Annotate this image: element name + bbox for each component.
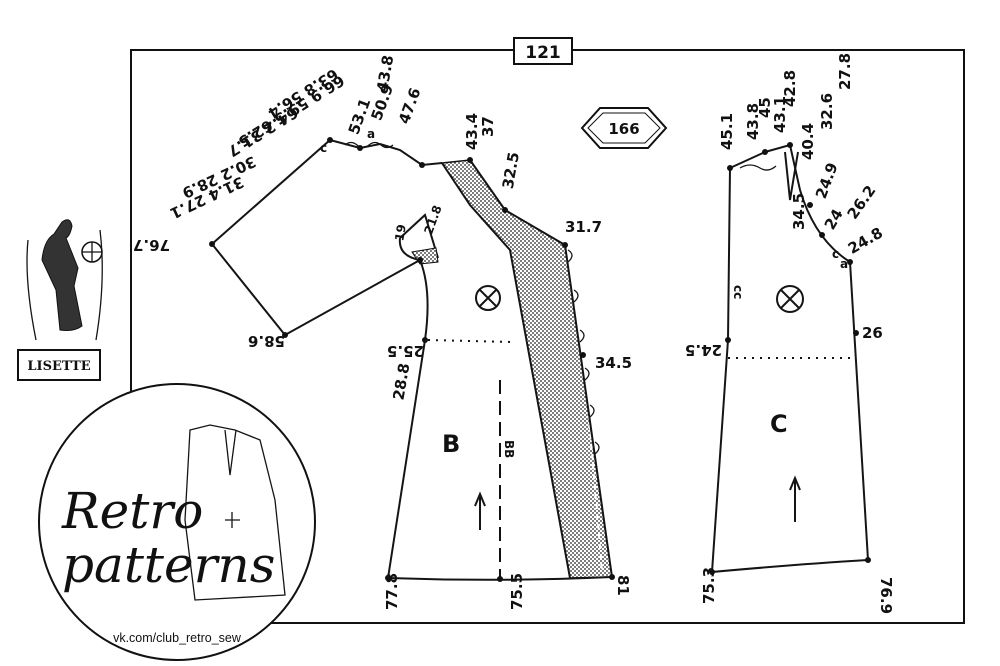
mini-pattern-outline (184, 424, 286, 601)
measure-c-45: 45 (756, 97, 774, 118)
front-edge-b (441, 162, 571, 579)
marker-b-c: c (320, 141, 327, 155)
dress-form-icon (26, 229, 103, 341)
lady-figure-icon (41, 219, 83, 331)
model-badge: 166 (580, 107, 668, 149)
neck-wave-c (739, 164, 777, 171)
measure-c-76-9: 76.9 (877, 577, 895, 614)
body-b-outline (386, 259, 613, 581)
grain-arrow-b (474, 491, 486, 530)
measure-c-26-2: 26.2 (844, 182, 880, 223)
measure-c-40-4: 40.4 (799, 123, 817, 160)
measure-c-24-9: 24.9 (812, 160, 842, 201)
marker-b-a: a (367, 127, 375, 141)
points-b (209, 137, 615, 582)
measure-b-58-6: 58.6 (248, 332, 285, 350)
grain-code-c: cc (731, 285, 745, 299)
piece-c: C cc 45.1 43.8 45 43.1 42.8 40.4 32.6 27… (685, 53, 895, 614)
dart-c (784, 151, 799, 201)
retro-word: Retro (61, 482, 203, 540)
retro-patterns-stamp: Retro patterns vk.com/club_retro_sew (38, 383, 316, 661)
piece-letter-c: C (770, 410, 788, 438)
measure-c-45-1: 45.1 (718, 113, 736, 150)
points-c (709, 142, 871, 575)
measure-b-32-5: 32.5 (499, 151, 523, 191)
sleeve-outline (211, 243, 421, 337)
piece-letter-b: B (442, 430, 460, 458)
balance-mark-c (776, 285, 804, 313)
measure-c-24-5: 24.5 (685, 341, 722, 359)
lisette-logo: LISETTE (17, 219, 103, 381)
waist-line-b (427, 339, 513, 343)
measure-c-26: 26 (862, 324, 883, 342)
button-markers (567, 249, 600, 455)
measure-c-27-8: 27.8 (836, 53, 854, 90)
measure-b-34-5: 34.5 (595, 354, 632, 372)
sheet-number-box: 121 (513, 37, 573, 65)
measure-c-24: 24 (821, 206, 847, 233)
shoulder-tab (399, 213, 439, 259)
model-number: 166 (608, 120, 639, 138)
collar-wave (344, 141, 394, 149)
measure-c-42-8: 42.8 (781, 70, 799, 107)
measure-b-77-8: 77.8 (383, 573, 401, 610)
fold-dashed-line (574, 254, 603, 571)
measure-b-37: 37 (479, 116, 497, 137)
lisette-brand: LISETTE (27, 359, 90, 374)
marker-c-c: c (832, 247, 839, 261)
measure-b-76-7: 76.7 (133, 236, 170, 254)
measure-c-34-5: 34.5 (790, 193, 808, 230)
grain-arrow-c (789, 475, 801, 522)
measure-c-75-3: 75.3 (700, 567, 718, 604)
measure-b-43-4: 43.4 (463, 113, 481, 150)
front-edge-outer (469, 159, 613, 578)
measure-b-31-7: 31.7 (565, 218, 602, 236)
measure-c-43-8: 43.8 (744, 103, 762, 140)
grain-code-b: BB (502, 440, 516, 458)
sheet-number: 121 (525, 43, 561, 63)
measure-c-24-8: 24.8 (845, 224, 886, 258)
marker-c-a: a (840, 257, 848, 271)
measure-b-81: 81 (614, 575, 632, 596)
measure-b-19: 19 (392, 223, 409, 242)
measure-b-21-8: 21.8 (421, 203, 444, 236)
measure-c-43-1: 43.1 (771, 96, 789, 133)
vk-link[interactable]: vk.com/club_retro_sew (113, 631, 242, 645)
measure-c-32-6: 32.6 (818, 93, 836, 130)
balance-mark-b (475, 285, 501, 311)
measure-b-75-5: 75.5 (508, 573, 526, 610)
patterns-word: patterns (62, 536, 275, 594)
measure-b-28-8: 28.8 (389, 362, 413, 402)
measure-b-47-6: 47.6 (395, 85, 425, 126)
measure-b-25-5: 25.5 (387, 342, 424, 360)
